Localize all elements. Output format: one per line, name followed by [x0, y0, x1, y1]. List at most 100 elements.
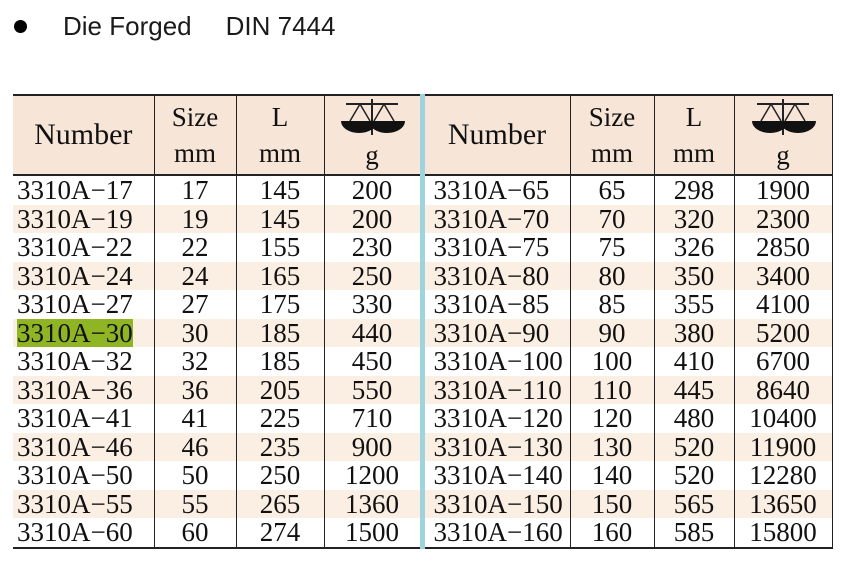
size-value-text: 17	[181, 175, 209, 205]
weight-value: 1900	[733, 175, 833, 205]
size-value: 70	[569, 204, 654, 233]
header-length-label: L	[271, 102, 289, 132]
weight-value-text: 200	[351, 175, 393, 205]
weight-value: 230	[323, 233, 422, 262]
header-weight-right: g	[733, 94, 833, 176]
part-number: 3310A−70	[419, 204, 570, 233]
weight-value-text: 8640	[756, 375, 810, 404]
weight-value-text: 2300	[756, 204, 810, 233]
header-size: Size mm	[153, 94, 236, 176]
length-value: 350	[653, 261, 734, 290]
weight-value-text: 15800	[749, 518, 817, 548]
weight-value-text: 900	[351, 432, 393, 461]
length-value: 185	[235, 347, 324, 376]
balance-scale-icon	[341, 99, 405, 135]
weight-value-text: 3400	[756, 261, 810, 290]
spec-table: Number Size mm L mm	[13, 94, 833, 549]
size-value: 22	[153, 233, 236, 262]
size-value: 50	[153, 461, 236, 490]
part-number-text: 3310A−55	[17, 489, 133, 518]
length-value: 298	[653, 175, 734, 205]
part-number: 3310A−30	[13, 318, 154, 347]
length-value: 480	[653, 404, 734, 433]
header-weight-unit: g	[776, 140, 790, 170]
size-value: 36	[153, 375, 236, 404]
heading-title: Die Forged	[63, 10, 192, 41]
part-number: 3310A−65	[419, 175, 570, 205]
weight-value: 12280	[733, 461, 833, 490]
part-number-text: 3310A−17	[17, 175, 133, 205]
weight-value: 15800	[733, 518, 833, 549]
size-value-text: 110	[592, 375, 632, 404]
size-value: 80	[569, 261, 654, 290]
header-size-unit: mm	[590, 138, 633, 168]
weight-value-text: 440	[351, 318, 393, 347]
length-value-text: 235	[259, 432, 301, 461]
weight-value-text: 4100	[756, 290, 810, 319]
size-value-text: 90	[598, 318, 626, 347]
header-weight-unit: g	[365, 140, 379, 170]
length-value: 410	[653, 347, 734, 376]
header-size-label: Size	[171, 102, 219, 132]
weight-value-text: 550	[351, 375, 393, 404]
part-number: 3310A−75	[419, 233, 570, 262]
length-value-text: 145	[259, 204, 301, 233]
part-number: 3310A−22	[13, 233, 154, 262]
part-number: 3310A−90	[419, 318, 570, 347]
part-number: 3310A−27	[13, 290, 154, 319]
header-length-unit: mm	[672, 138, 715, 168]
header-length-label: L	[685, 102, 703, 132]
weight-value: 450	[323, 347, 422, 376]
part-number-text: 3310A−140	[433, 461, 563, 490]
length-value-text: 145	[259, 175, 301, 205]
weight-value: 900	[323, 432, 422, 461]
part-number: 3310A−100	[419, 347, 570, 376]
size-value: 100	[569, 347, 654, 376]
size-value-text: 80	[598, 261, 626, 290]
header-size-unit: mm	[173, 138, 216, 168]
length-value-text: 274	[259, 518, 301, 548]
weight-value: 250	[323, 261, 422, 290]
weight-value: 10400	[733, 404, 833, 433]
size-value-text: 140	[591, 461, 633, 490]
length-value-text: 205	[259, 375, 301, 404]
size-value-text: 55	[181, 489, 209, 518]
part-number: 3310A−50	[13, 461, 154, 490]
size-value: 140	[569, 461, 654, 490]
heading-standard: DIN 7444	[225, 10, 336, 41]
part-number-text: 3310A−32	[17, 347, 133, 376]
part-number-text: 3310A−36	[17, 375, 133, 404]
size-value-text: 36	[181, 375, 209, 404]
length-value: 225	[235, 404, 324, 433]
length-value-text: 565	[673, 489, 715, 518]
length-value: 165	[235, 261, 324, 290]
part-number: 3310A−160	[419, 518, 570, 549]
page-heading: Die Forged DIN 7444	[14, 8, 335, 44]
size-value-text: 32	[181, 347, 209, 376]
length-value-text: 585	[673, 518, 715, 548]
size-value-text: 22	[181, 233, 209, 262]
length-value-text: 298	[673, 175, 715, 205]
part-number-text: 3310A−65	[433, 175, 550, 205]
length-value: 145	[235, 204, 324, 233]
part-number: 3310A−110	[419, 375, 570, 404]
part-number-text: 3310A−130	[433, 432, 563, 461]
part-number: 3310A−85	[419, 290, 570, 319]
size-value: 160	[569, 518, 654, 549]
length-value-text: 250	[259, 461, 301, 490]
part-number: 3310A−130	[419, 432, 570, 461]
size-value: 41	[153, 404, 236, 433]
size-value-text: 120	[591, 404, 633, 433]
size-value: 60	[153, 518, 236, 549]
part-number: 3310A−46	[13, 432, 154, 461]
weight-value: 440	[323, 318, 422, 347]
part-number-text: 3310A−50	[17, 461, 133, 490]
length-value: 250	[235, 461, 324, 490]
weight-value: 1500	[323, 518, 422, 549]
size-value-text: 46	[181, 432, 209, 461]
